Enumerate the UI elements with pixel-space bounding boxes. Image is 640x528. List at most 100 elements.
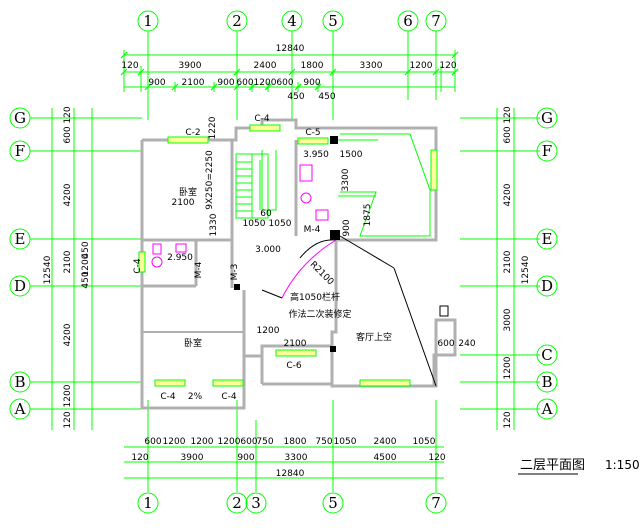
- column-3: [234, 284, 240, 290]
- room-bedroom-lower: 卧室: [184, 337, 202, 349]
- dim-top-r2-2: 2100: [182, 78, 205, 88]
- axis-left-B: B: [14, 373, 25, 391]
- dim-bot-r1-2: 1200: [163, 437, 186, 447]
- dim-right-total: 12540: [521, 255, 531, 284]
- dim-r2100: R2100: [308, 260, 336, 288]
- dim-600: 600: [437, 339, 454, 349]
- dim-top-3: 2400: [254, 61, 277, 71]
- bottom-dims: 600 1200 1200 1200 600 750 1800 750 1050…: [131, 437, 445, 479]
- staircase: [235, 150, 277, 219]
- dim-bot-r2-5: 4500: [374, 453, 397, 463]
- label-m3: M-3: [230, 264, 240, 281]
- right-axis-lines: [460, 108, 540, 430]
- elev-2950: 2.950: [167, 253, 193, 263]
- dim-top-r2b-2: 450: [318, 92, 335, 102]
- axis-left-D: D: [14, 277, 26, 295]
- dim-top-r2-5: 1200: [254, 78, 277, 88]
- axis-left-E: E: [15, 230, 26, 248]
- dim-top-r2-1: 900: [148, 78, 165, 88]
- dim-1050-a: 1050: [243, 219, 266, 229]
- dim-bot-r1-9: 1050: [334, 437, 357, 447]
- label-m4-b: M-4: [194, 261, 204, 278]
- dim-1220: 1220: [208, 116, 218, 139]
- axis-top-1: 1: [143, 12, 153, 30]
- dim-900-v: 900: [342, 219, 352, 236]
- dim-bot-r1-8: 750: [315, 437, 332, 447]
- dim-top-7: 120: [439, 61, 456, 71]
- label-c4-top: C-4: [254, 114, 270, 124]
- axis-right-G: G: [541, 109, 553, 127]
- drawing-scale: 1:150: [605, 458, 640, 472]
- dim-top-2: 3900: [179, 61, 202, 71]
- dim-right-7: 120: [503, 411, 513, 428]
- bottom-axis-bubbles: 1 2 3 5 7: [137, 492, 447, 514]
- building-plan: [138, 118, 457, 410]
- dim-1050-b: 1050: [269, 219, 292, 229]
- axis-top-7: 7: [431, 12, 441, 30]
- dim-bot-total: 12840: [276, 469, 305, 479]
- dim-left-small-2: 1200: [81, 253, 91, 276]
- axis-right-A: A: [541, 400, 553, 418]
- axis-bottom-5: 5: [328, 494, 338, 512]
- axis-bottom-1: 1: [143, 494, 153, 512]
- dim-left-small-3: 450: [81, 271, 91, 288]
- dim-left-3: 4200: [63, 183, 73, 206]
- dim-bot-r1-7: 1800: [284, 437, 307, 447]
- axis-right-E: E: [542, 230, 553, 248]
- dim-top-1: 120: [121, 61, 138, 71]
- note-railing: 高1050栏杆: [290, 291, 340, 303]
- dim-bot-r1-5: 600: [240, 437, 257, 447]
- dim-stair: 9X250=2250: [205, 150, 215, 210]
- label-c5: C-5: [305, 128, 320, 138]
- elev-3000: 3.000: [255, 245, 281, 255]
- left-axis-lines: [30, 108, 142, 430]
- axis-right-F: F: [542, 142, 552, 160]
- dim-2100-inner: 2100: [172, 198, 195, 208]
- dim-top-r2-4: 600: [236, 78, 253, 88]
- elev-3950: 3.950: [303, 150, 329, 160]
- column-4: [330, 346, 336, 352]
- dim-bot-r1-3: 1200: [191, 437, 214, 447]
- dim-right-2: 600: [503, 126, 513, 143]
- bathroom-fixtures: [151, 164, 329, 268]
- dim-top-r2b-1: 450: [287, 92, 304, 102]
- dim-left-total: 12540: [43, 255, 53, 284]
- window-right: [430, 149, 438, 191]
- window-c2: [167, 136, 209, 144]
- dim-1330: 1330: [209, 213, 219, 236]
- axis-left-G: G: [14, 109, 26, 127]
- living-void-lines: [261, 235, 437, 387]
- axis-right-D: D: [541, 277, 553, 295]
- window-c4-br: [212, 379, 244, 387]
- column-2: [330, 136, 338, 144]
- dim-240: 240: [458, 339, 475, 349]
- dim-bot-r1-4: 1200: [218, 437, 241, 447]
- window-c4-bl: [154, 379, 186, 387]
- top-axis-stems: [123, 31, 456, 120]
- dim-top-r2-6: 600: [276, 78, 293, 88]
- note-stair: 作法二次装修定: [288, 308, 351, 320]
- dim-right-4: 2100: [503, 250, 513, 273]
- label-c4-bl: C-4: [160, 392, 176, 402]
- top-axis-bubbles: 1 2 4 5 6 7: [137, 10, 447, 32]
- dim-left-2: 600: [63, 126, 73, 143]
- dim-bot-r2-3: 900: [237, 453, 254, 463]
- bottom-axis-lines: [124, 400, 444, 492]
- dim-top-5: 3300: [360, 61, 383, 71]
- axis-top-4: 4: [287, 12, 297, 30]
- dim-right-1: 120: [503, 106, 513, 123]
- dim-bot-r1-6: 750: [256, 437, 273, 447]
- window-living: [359, 379, 411, 387]
- drawing-title: 二层平面图: [520, 458, 585, 473]
- window-c4-left: [138, 251, 146, 273]
- axis-bottom-3: 3: [251, 494, 261, 512]
- label-c4-br: C-4: [221, 392, 237, 402]
- window-c6: [275, 349, 317, 357]
- dim-top-total: 12840: [276, 44, 305, 54]
- dim-bot-r2-2: 3900: [181, 453, 204, 463]
- dim-left-small-1: 450: [81, 241, 91, 258]
- label-c4-left: C-4: [133, 258, 143, 274]
- dim-bot-r2-4: 3300: [285, 453, 308, 463]
